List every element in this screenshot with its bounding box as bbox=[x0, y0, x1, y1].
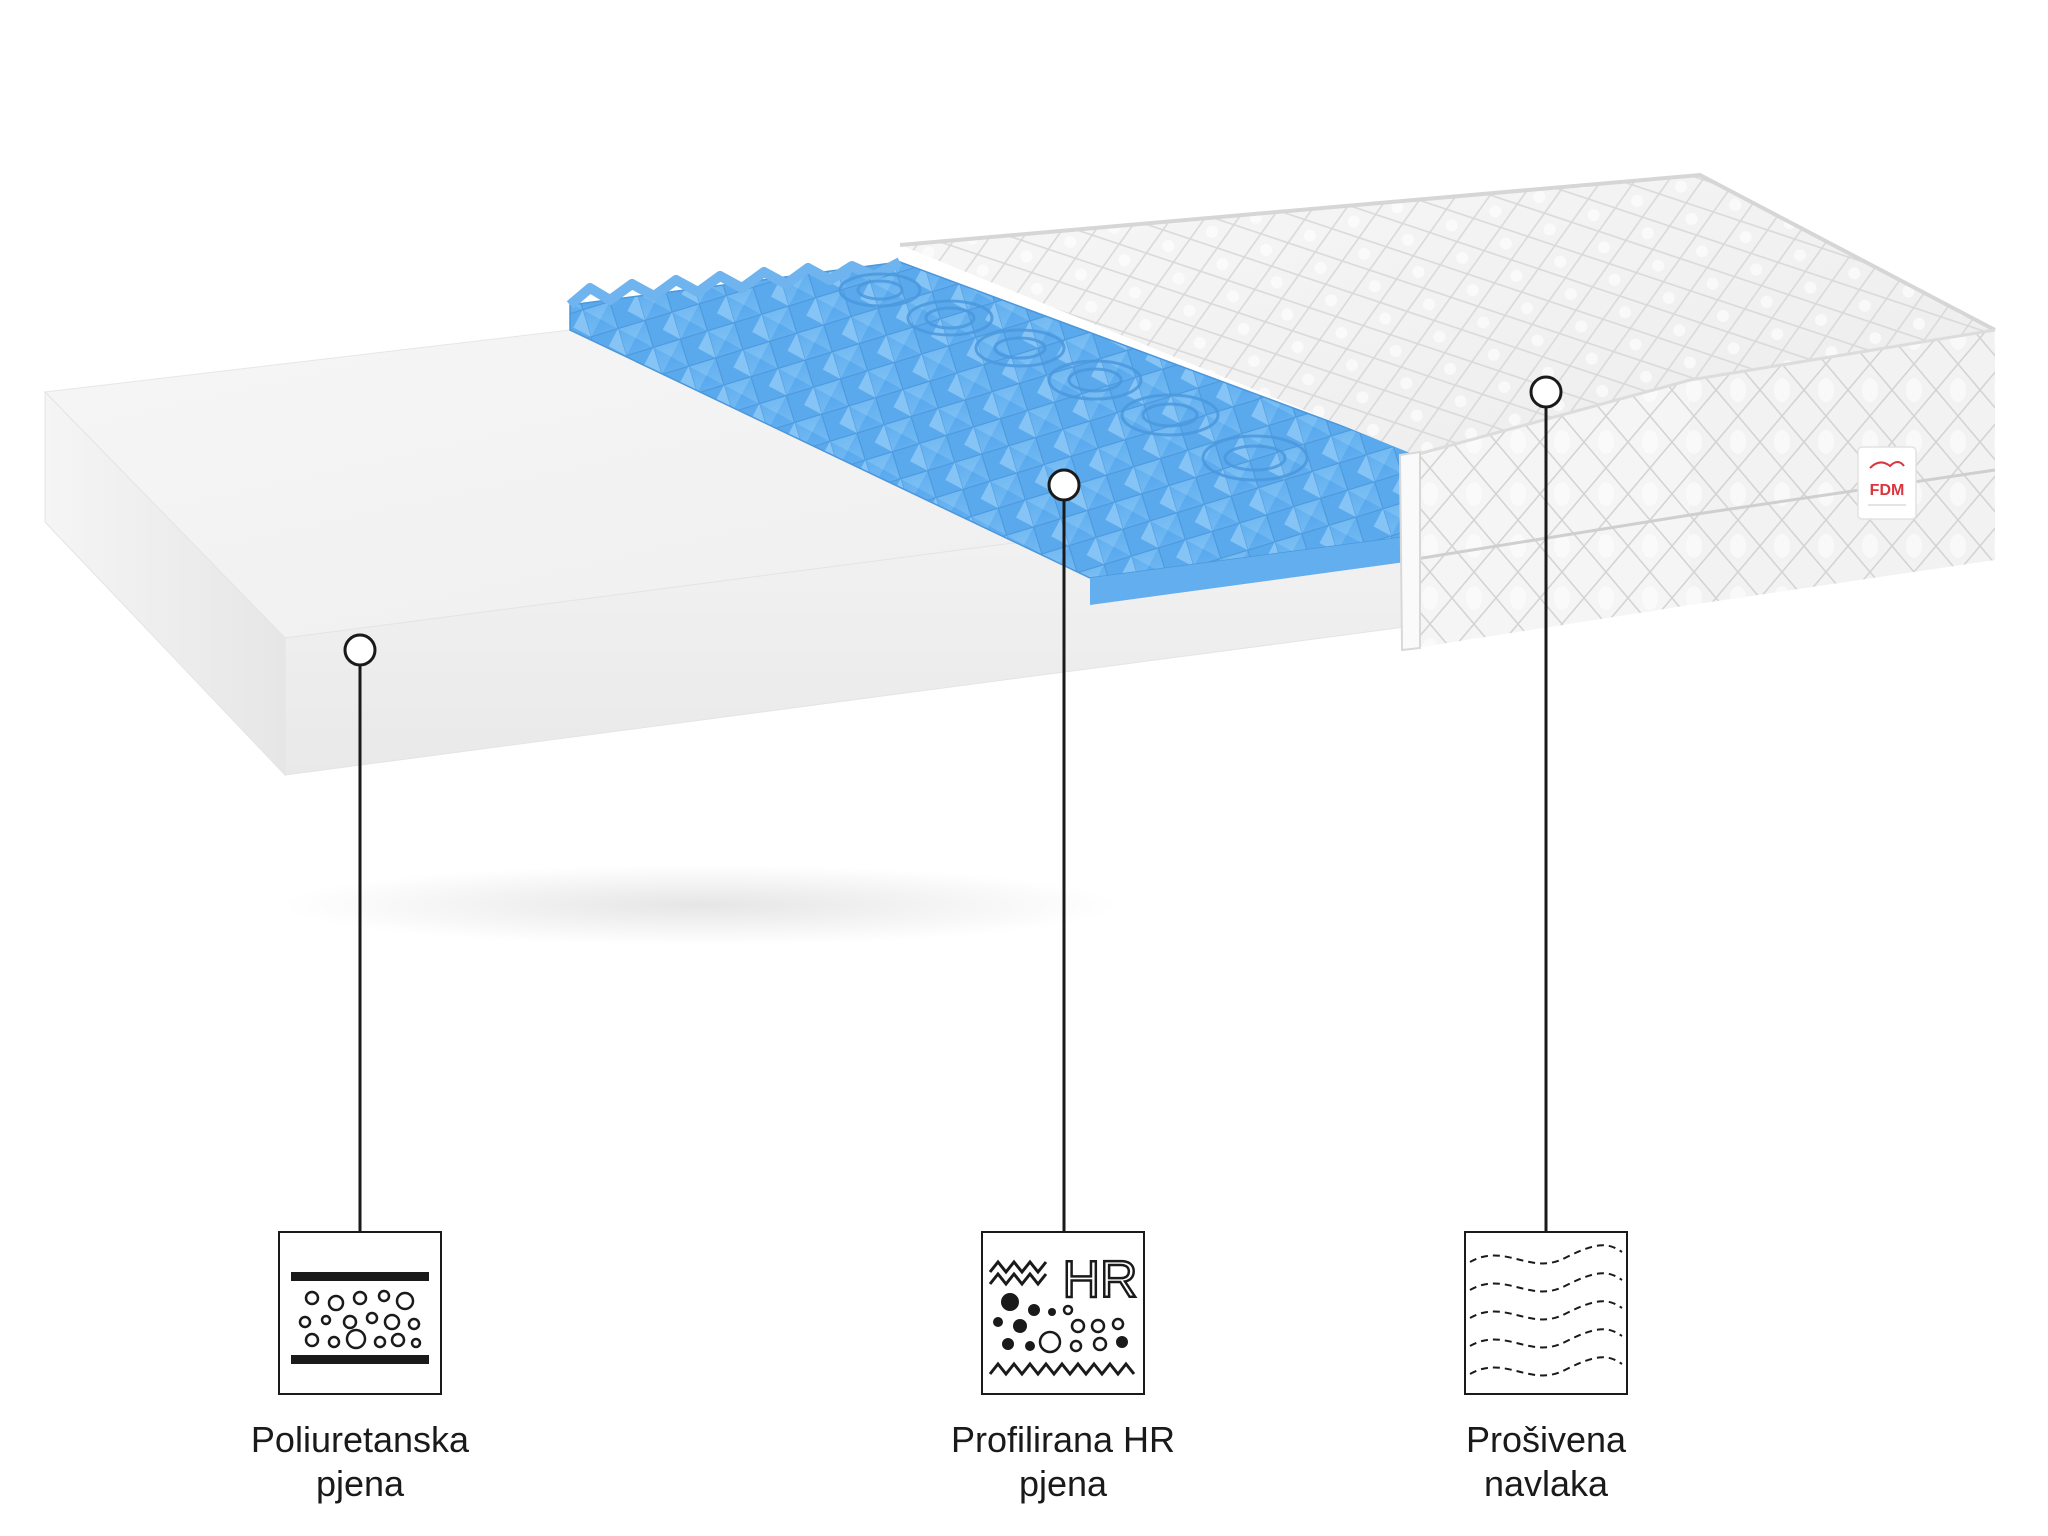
marker-polyurethane[interactable] bbox=[343, 633, 377, 667]
quilted-cover: FDM bbox=[899, 172, 1996, 652]
label-hr-foam-line1: Profilirana HR bbox=[950, 1419, 1176, 1460]
label-hr-foam-line2: pjena bbox=[1018, 1463, 1108, 1504]
foam-layers-icon bbox=[278, 1231, 442, 1395]
label-polyurethane-foam: Poliuretanska pjena bbox=[150, 1418, 570, 1506]
label-quilted-cover: Prošivena navlaka bbox=[1336, 1418, 1756, 1506]
callout-hr-foam bbox=[1047, 468, 1081, 1232]
marker-hr-foam[interactable] bbox=[1047, 468, 1081, 502]
hr-foam-layer bbox=[566, 257, 1421, 605]
label-cover-line2: navlaka bbox=[1483, 1463, 1609, 1504]
marker-cover[interactable] bbox=[1529, 375, 1563, 409]
label-polyurethane-line1: Poliuretanska bbox=[250, 1419, 470, 1460]
brand-logo: FDM bbox=[1870, 482, 1905, 499]
quilted-cover-icon bbox=[1464, 1231, 1628, 1395]
brand-tag: FDM bbox=[1857, 446, 1917, 520]
hr-foam-icon: HR bbox=[981, 1231, 1145, 1395]
mattress-shadow bbox=[280, 865, 1120, 945]
hr-icon-text: HR bbox=[1062, 1251, 1137, 1309]
label-hr-foam: Profilirana HR pjena bbox=[853, 1418, 1273, 1506]
label-cover-line1: Prošivena bbox=[1465, 1419, 1627, 1460]
label-polyurethane-line2: pjena bbox=[315, 1463, 405, 1504]
callout-polyurethane bbox=[343, 633, 377, 1232]
callout-cover bbox=[1529, 375, 1563, 1232]
